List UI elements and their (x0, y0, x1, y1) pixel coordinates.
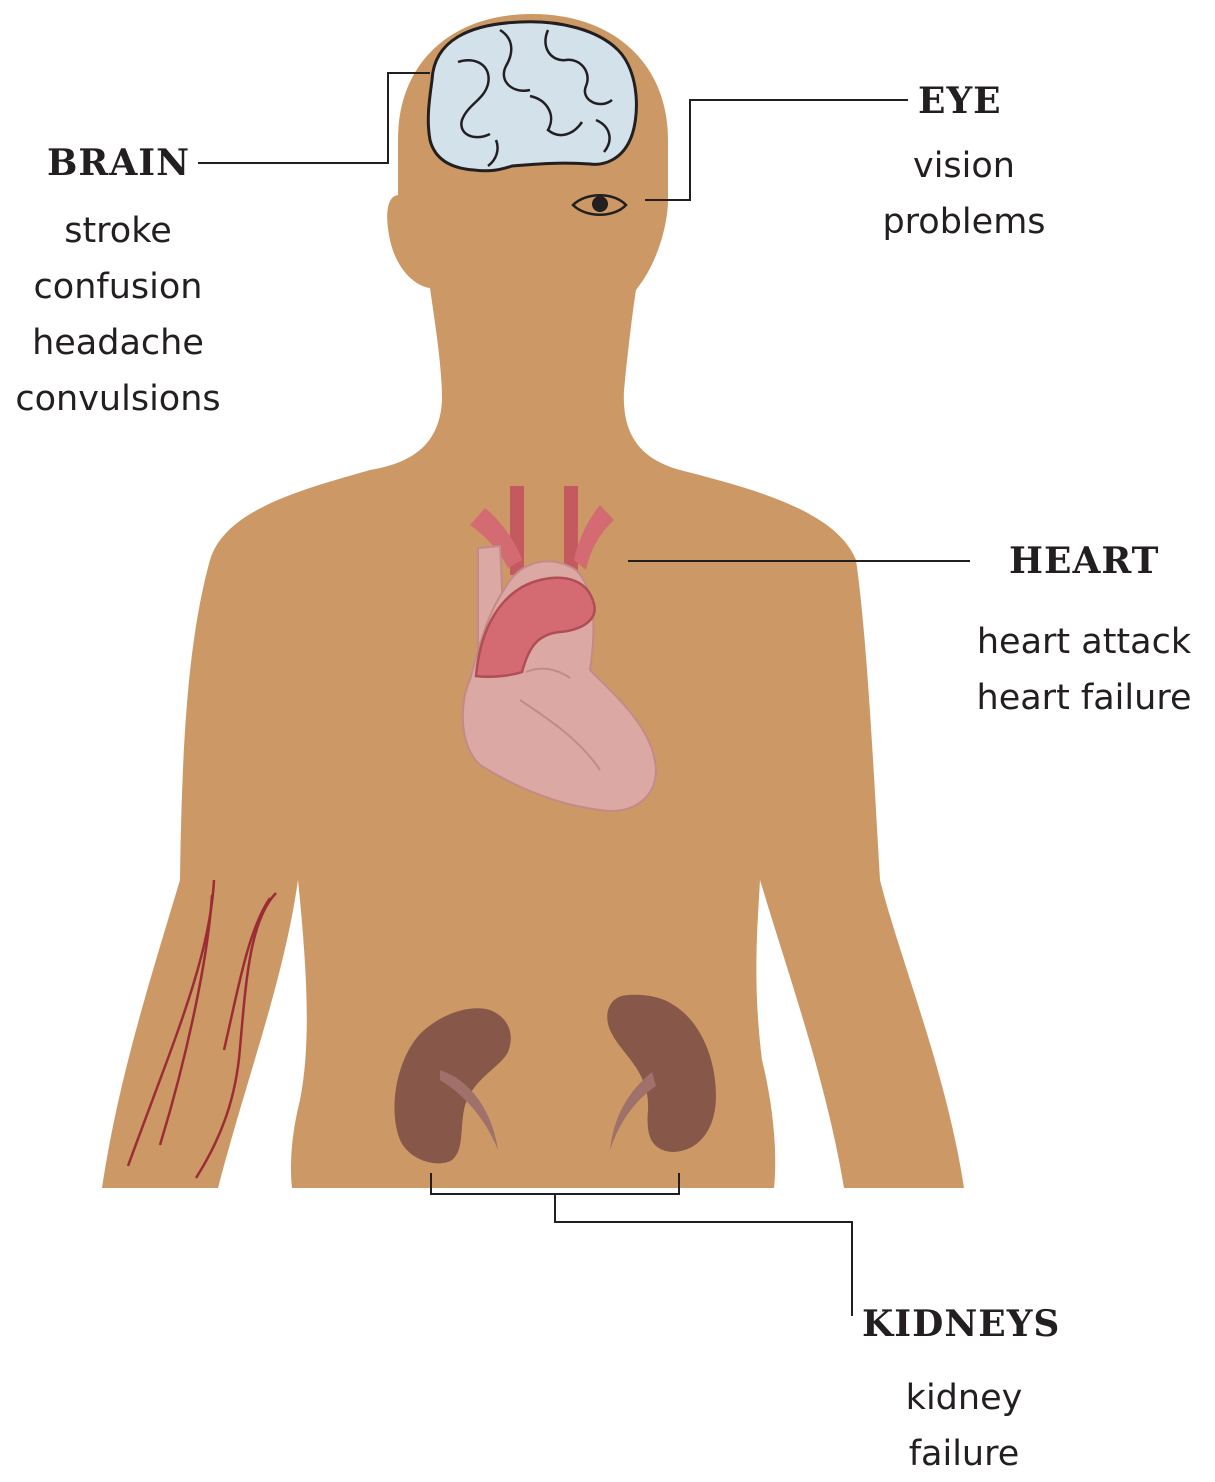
kidneys-label: KIDNEYS (862, 1303, 1060, 1345)
brain-leader-line (198, 73, 430, 163)
heart-effects-list: heart attack heart failure (964, 614, 1204, 726)
eye-label: EYE (918, 80, 1002, 122)
kidneys-effects-list: kidney failure (864, 1370, 1064, 1482)
brain-effect: convulsions (8, 371, 228, 427)
brain-label: BRAIN (47, 142, 190, 184)
heart-effect: heart failure (964, 670, 1204, 726)
brain-effects-list: stroke confusion headache convulsions (8, 203, 228, 427)
brain-effect: confusion (8, 259, 228, 315)
eye-effects-list: vision problems (864, 138, 1064, 250)
brain-effect: stroke (8, 203, 228, 259)
heart-effect: heart attack (964, 614, 1204, 670)
brain-effect: headache (8, 315, 228, 371)
eye-effect: vision (864, 138, 1064, 194)
brain-icon (428, 22, 636, 171)
heart-label: HEART (1009, 540, 1159, 582)
kidneys-effect: failure (864, 1426, 1064, 1482)
kidneys-leader-line (431, 1173, 852, 1316)
eye-effect: problems (864, 194, 1064, 250)
kidneys-effect: kidney (864, 1370, 1064, 1426)
